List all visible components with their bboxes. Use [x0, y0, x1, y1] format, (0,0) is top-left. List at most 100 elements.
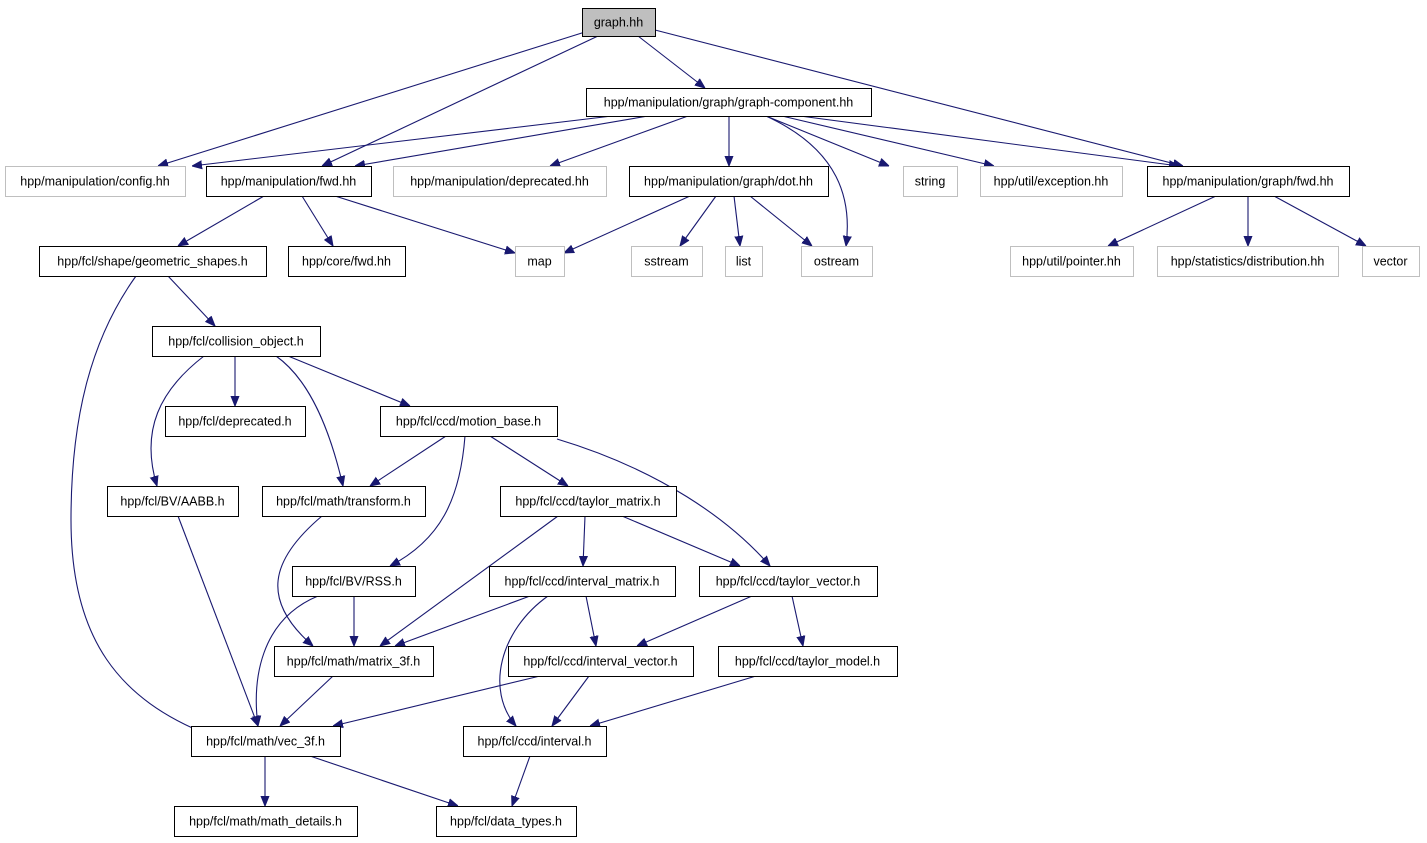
- node-map: map: [515, 246, 565, 277]
- edge-graph_dot-to-ostream: [749, 195, 812, 246]
- node-ostream: ostream: [801, 246, 873, 277]
- edge-line: [309, 755, 458, 806]
- node-label: hpp/fcl/deprecated.h: [178, 415, 291, 429]
- node-taylor-vector[interactable]: hpp/fcl/ccd/taylor_vector.h: [699, 566, 878, 597]
- node-box: [631, 246, 703, 277]
- node-label: hpp/fcl/BV/RSS.h: [305, 575, 402, 589]
- node-list: list: [725, 246, 763, 277]
- node-label: hpp/fcl/collision_object.h: [168, 335, 304, 349]
- node-label: hpp/fcl/math/math_details.h: [189, 815, 342, 829]
- node-label: graph.hh: [594, 16, 643, 30]
- node-interval-matrix[interactable]: hpp/fcl/ccd/interval_matrix.h: [489, 566, 676, 597]
- edge-line: [275, 355, 343, 486]
- edge-line: [765, 115, 847, 246]
- edge-taylor_matrix-to-matrix_3f: [380, 515, 559, 646]
- node-graph-component[interactable]: hpp/manipulation/graph/graph-component.h…: [586, 88, 872, 117]
- node-util-exception: hpp/util/exception.hh: [980, 166, 1123, 197]
- node-interval-vector[interactable]: hpp/fcl/ccd/interval_vector.h: [508, 646, 694, 677]
- edge-geometric_shapes-to-collision_object: [167, 275, 215, 326]
- edge-vec_3f-to-data_types: [309, 755, 458, 806]
- node-label: hpp/fcl/ccd/motion_base.h: [396, 415, 541, 429]
- node-graph-dot[interactable]: hpp/manipulation/graph/dot.hh: [629, 166, 829, 197]
- edge-graph_component-to-manip_config: [192, 115, 613, 166]
- node-label: hpp/fcl/math/vec_3f.h: [206, 735, 325, 749]
- edge-interval-to-data_types: [512, 755, 531, 806]
- node-bv-rss[interactable]: hpp/fcl/BV/RSS.h: [292, 566, 416, 597]
- node-taylor-model[interactable]: hpp/fcl/ccd/taylor_model.h: [718, 646, 898, 677]
- node-graph-fwd[interactable]: hpp/manipulation/graph/fwd.hh: [1147, 166, 1350, 197]
- node-sstream: sstream: [631, 246, 703, 277]
- node-box: [174, 806, 358, 837]
- node-math-details[interactable]: hpp/fcl/math/math_details.h: [174, 806, 358, 837]
- edge-interval_vector-to-vec_3f: [333, 675, 541, 726]
- edge-line: [287, 355, 410, 406]
- node-label: hpp/manipulation/config.hh: [20, 175, 169, 189]
- node-matrix-3f[interactable]: hpp/fcl/math/matrix_3f.h: [274, 646, 434, 677]
- edge-graph_hh-to-graph_fwd: [654, 29, 1183, 166]
- node-box: [191, 726, 341, 757]
- node-label: vector: [1373, 255, 1407, 269]
- node-label: hpp/fcl/math/matrix_3f.h: [287, 655, 420, 669]
- node-motion-base[interactable]: hpp/fcl/ccd/motion_base.h: [380, 406, 558, 437]
- node-label: hpp/fcl/shape/geometric_shapes.h: [57, 255, 247, 269]
- node-fcl-deprecated[interactable]: hpp/fcl/deprecated.h: [165, 406, 306, 437]
- edge-graph_fwd-to-util_pointer: [1108, 195, 1217, 246]
- edge-line: [355, 115, 649, 166]
- node-box: [165, 406, 306, 437]
- node-label: string: [915, 175, 946, 189]
- edge-interval_matrix-to-interval_vector: [585, 595, 596, 646]
- node-box: [292, 566, 416, 597]
- edge-graph_component-to-ostream: [765, 115, 847, 246]
- node-manip-fwd[interactable]: hpp/manipulation/fwd.hh: [206, 166, 372, 197]
- edge-line: [556, 438, 770, 566]
- node-box: [1010, 246, 1134, 277]
- edge-bv_rss-to-vec_3f: [256, 595, 319, 726]
- node-box: [288, 246, 406, 277]
- edge-line: [280, 675, 334, 726]
- edge-line: [590, 675, 757, 726]
- edge-interval_matrix-to-interval: [499, 595, 549, 726]
- node-geometric-shapes[interactable]: hpp/fcl/shape/geometric_shapes.h: [39, 246, 267, 277]
- node-math-transform[interactable]: hpp/fcl/math/transform.h: [262, 486, 426, 517]
- edge-line: [192, 115, 613, 166]
- node-collision-object[interactable]: hpp/fcl/collision_object.h: [152, 326, 321, 357]
- edge-line: [395, 595, 531, 646]
- edge-line: [370, 435, 447, 486]
- edge-line: [489, 435, 568, 486]
- edge-interval_matrix-to-matrix_3f: [395, 595, 531, 646]
- node-box: [107, 486, 239, 517]
- nodes-layer: graph.hh hpp/manipulation/graph/graph-com…: [5, 8, 1420, 837]
- node-vector: vector: [1362, 246, 1420, 277]
- edge-line: [177, 515, 258, 726]
- edge-line: [380, 515, 559, 646]
- edge-graph_hh-to-manip_fwd: [322, 35, 599, 166]
- node-box: [1147, 166, 1350, 197]
- edge-line: [552, 675, 590, 726]
- node-label: hpp/fcl/data_types.h: [450, 815, 562, 829]
- edge-line: [322, 35, 599, 166]
- node-box: [1362, 246, 1420, 277]
- edge-line: [178, 195, 265, 246]
- edge-graph_component-to-util_exception: [781, 115, 994, 166]
- edge-line: [583, 515, 585, 566]
- node-data-types[interactable]: hpp/fcl/data_types.h: [436, 806, 577, 837]
- edge-taylor_model-to-interval: [590, 675, 757, 726]
- node-vec-3f[interactable]: hpp/fcl/math/vec_3f.h: [191, 726, 341, 757]
- edge-taylor_vector-to-taylor_model: [791, 595, 803, 646]
- node-interval[interactable]: hpp/fcl/ccd/interval.h: [463, 726, 607, 757]
- node-box: [508, 646, 694, 677]
- node-taylor-matrix[interactable]: hpp/fcl/ccd/taylor_matrix.h: [500, 486, 677, 517]
- edge-line: [765, 115, 889, 167]
- edge-line: [390, 435, 466, 566]
- node-label: hpp/fcl/ccd/interval_matrix.h: [505, 575, 660, 589]
- edge-line: [564, 195, 691, 253]
- edge-line: [1273, 195, 1366, 246]
- edge-graph_component-to-manip_deprecated: [550, 115, 689, 166]
- node-core-fwd[interactable]: hpp/core/fwd.hh: [288, 246, 406, 277]
- node-box: [718, 646, 898, 677]
- edge-geometric_shapes-to-vec_3f: [70, 275, 209, 735]
- edge-graph_dot-to-sstream: [680, 195, 717, 246]
- node-label: hpp/manipulation/graph/fwd.hh: [1163, 175, 1334, 189]
- node-bv-aabb[interactable]: hpp/fcl/BV/AABB.h: [107, 486, 239, 517]
